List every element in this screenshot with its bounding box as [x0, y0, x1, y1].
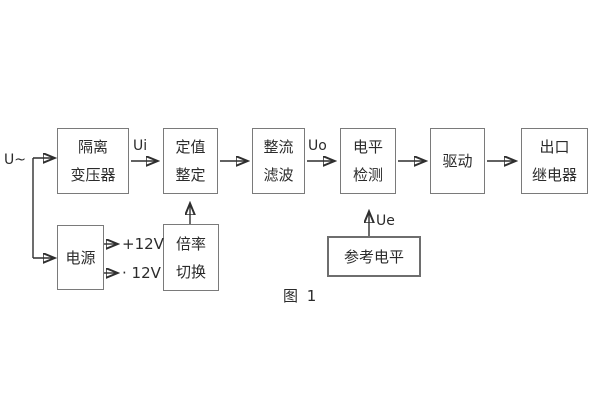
- block-label: 继电器: [531, 166, 577, 184]
- block-drive: 驱动: [430, 128, 485, 194]
- block-label: 整定: [175, 166, 206, 184]
- block-label: 隔离: [77, 138, 108, 156]
- label-minus-12v: · 12V: [122, 264, 161, 282]
- block-level-detection: 电平 检测: [340, 128, 396, 194]
- block-label: 滤波: [263, 166, 294, 184]
- signal-label-input-u: U~: [4, 152, 26, 168]
- block-label: 切换: [175, 262, 206, 281]
- block-isolation-transformer: 隔离 变压器: [57, 128, 129, 194]
- block-reference-level: 参考电平: [327, 236, 421, 277]
- block-power-supply: 电源: [57, 225, 104, 290]
- block-label: 检测: [352, 166, 383, 184]
- block-label: 倍率: [175, 234, 206, 253]
- block-label: 驱动: [442, 152, 473, 170]
- block-ratio-switch: 倍率 切换: [163, 224, 219, 291]
- block-label: 出口: [539, 138, 570, 156]
- block-output-relay: 出口 继电器: [521, 128, 588, 194]
- block-label: 参考电平: [343, 247, 404, 266]
- signal-label-ui: Ui: [133, 138, 148, 154]
- signal-label-uo: Uo: [308, 138, 327, 154]
- block-label: 电源: [65, 248, 96, 267]
- block-setting-adjust: 定值 整定: [163, 128, 218, 194]
- label-plus-12v: +12V: [122, 235, 164, 253]
- figure-caption: 图 1: [283, 287, 319, 305]
- signal-label-ue: Ue: [376, 213, 395, 229]
- block-label: 整流: [263, 138, 294, 156]
- block-label: 变压器: [70, 166, 116, 184]
- block-label: 电平: [352, 138, 383, 156]
- block-rectifier-filter: 整流 滤波: [252, 128, 305, 194]
- block-label: 定值: [175, 138, 206, 156]
